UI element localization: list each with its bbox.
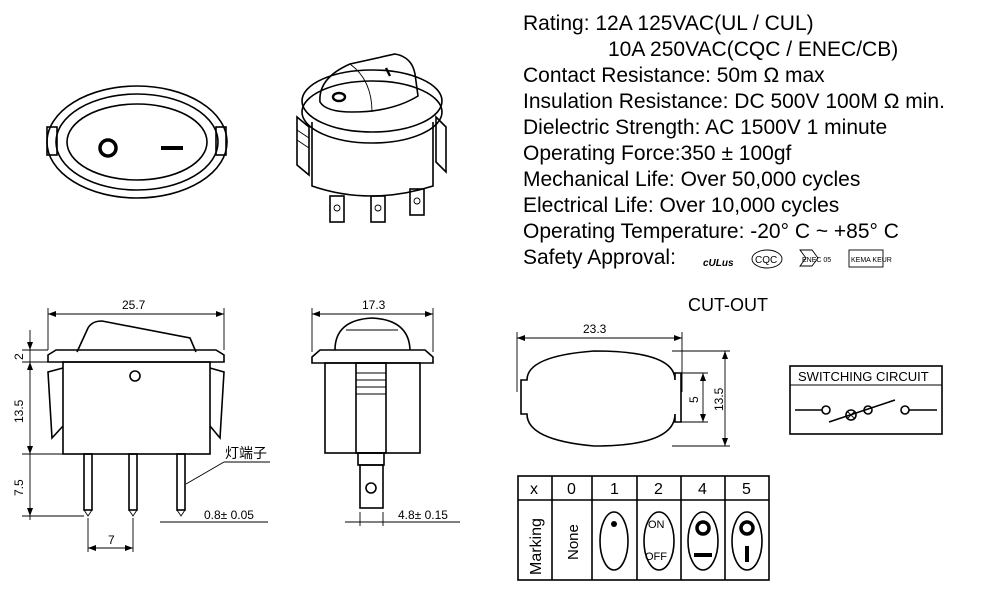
svg-text:CQC: CQC (755, 255, 777, 266)
front-view-oval (46, 85, 228, 199)
svg-text:KEMA KEUR: KEMA KEUR (851, 257, 892, 264)
lamp-terminal-label: 灯端子 (225, 445, 267, 461)
table-row-label: Marking (528, 518, 545, 575)
table-col-0: 0 (567, 481, 576, 498)
table-header-label: x (530, 481, 538, 498)
cutout-title: CUT-OUT (688, 295, 768, 315)
isometric-view (296, 53, 447, 223)
marking-circle-bar-symbol (687, 511, 719, 571)
marking-dot-symbol (599, 511, 629, 571)
marking-on-text: ON (648, 519, 665, 531)
table-col-2: 2 (654, 481, 663, 498)
svg-text:ENEC 05: ENEC 05 (802, 257, 831, 264)
dim-side-terminal-width: 4.8± 0.15 (398, 508, 448, 522)
dim-cap-height: 2 (12, 353, 26, 360)
marking-none: None (565, 524, 582, 560)
dim-terminal-length: 7.5 (12, 479, 26, 496)
spec-contact-resistance: Contact Resistance: 50m Ω max (523, 64, 825, 87)
kema-mark-icon: KEMA KEUR (848, 249, 892, 268)
table-col-4: 4 (698, 481, 707, 498)
marking-on-off-symbol: ON OFF (643, 511, 675, 571)
dim-side-width: 17.3 (362, 298, 386, 312)
enec-mark-icon: ENEC 05 (799, 249, 831, 267)
ul-mark-icon: cULus (703, 258, 734, 269)
marking-off-text: OFF (645, 551, 667, 563)
cqc-mark-icon: CQC (751, 249, 783, 269)
front-dimension-view: 25.7 2 13.5 7.5 灯端子 (12, 298, 270, 552)
dim-cutout-width: 23.3 (583, 322, 607, 336)
spec-mechanical-life: Mechanical Life: Over 50,000 cycles (523, 168, 860, 191)
svg-text:cULus: cULus (703, 258, 734, 269)
side-dimension-view: 17.3 4.8± 0.15 (311, 298, 460, 526)
dim-front-width: 25.7 (122, 298, 146, 312)
spec-dielectric-strength: Dielectric Strength: AC 1500V 1 minute (523, 116, 887, 139)
specifications-block: Rating: 12A 125VAC(UL / CUL) 10A 250VAC(… (523, 12, 945, 269)
marking-circle-icon-2 (739, 520, 755, 536)
spec-rating-2: 10A 250VAC(CQC / ENEC/CB) (608, 38, 898, 61)
spec-insulation-resistance: Insulation Resistance: DC 500V 100M Ω mi… (523, 90, 945, 113)
switching-circuit-title: SWITCHING CIRCUIT (798, 369, 929, 384)
switching-circuit: SWITCHING CIRCUIT (789, 365, 943, 435)
cutout-drawing: CUT-OUT 23.3 5 13.5 (516, 295, 768, 447)
dim-cutout-height: 13.5 (712, 387, 726, 411)
marking-table: x 0 1 2 4 5 Marking None ON OFF (517, 475, 770, 581)
spec-electrical-life: Electrical Life: Over 10,000 cycles (523, 194, 839, 217)
spec-rating-1: Rating: 12A 125VAC(UL / CUL) (523, 12, 814, 35)
table-col-5: 5 (742, 481, 751, 498)
dim-terminal-pitch: 7 (108, 533, 115, 547)
table-col-1: 1 (610, 481, 619, 498)
spec-operating-force: Operating Force:350 ± 100gf (523, 142, 792, 165)
dim-cutout-notch: 5 (687, 396, 701, 403)
dim-body-height: 13.5 (12, 399, 26, 423)
dim-terminal-thickness: 0.8± 0.05 (204, 508, 254, 522)
spec-operating-temperature: Operating Temperature: -20° C ~ +85° C (523, 220, 899, 243)
marking-circle-line-symbol (731, 511, 763, 571)
marking-circle-icon (695, 520, 711, 536)
on-circle-icon (98, 138, 118, 158)
approval-marks: cULus CQC ENEC 05 KEMA KEUR (703, 249, 892, 269)
spec-safety-approval: Safety Approval: (523, 246, 676, 269)
